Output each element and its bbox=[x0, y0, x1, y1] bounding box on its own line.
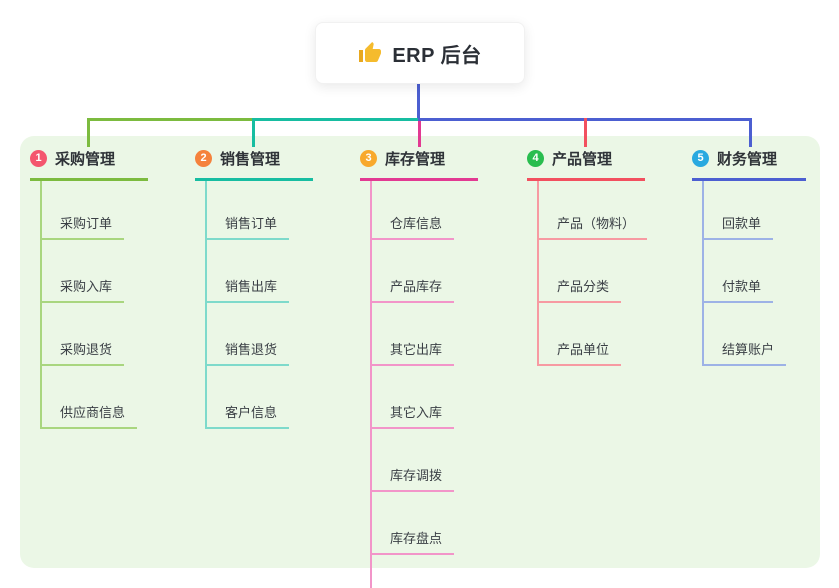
drop-line-inventory bbox=[418, 121, 421, 147]
node-product-unit[interactable]: 产品单位 bbox=[539, 303, 622, 366]
node-sales-order[interactable]: 销售订单 bbox=[207, 181, 290, 240]
branch-title: 库存管理 bbox=[385, 151, 446, 168]
branch-children-sales: 销售订单 销售出库 销售退货 客户信息 bbox=[205, 181, 290, 429]
badge-1-icon: 1 bbox=[30, 150, 47, 167]
node-purchase-inbound[interactable]: 采购入库 bbox=[42, 240, 125, 303]
node-customer-info[interactable]: 客户信息 bbox=[207, 366, 290, 429]
bus-line-green bbox=[87, 118, 253, 121]
branch-children-finance: 回款单 付款单 结算账户 bbox=[702, 181, 787, 366]
branch-header-finance[interactable]: 5 财务管理 bbox=[692, 148, 806, 181]
branch-header-sales[interactable]: 2 销售管理 bbox=[195, 148, 313, 181]
badge-4-icon: 4 bbox=[527, 150, 544, 167]
bus-line-teal bbox=[253, 118, 418, 121]
node-product-category[interactable]: 产品分类 bbox=[539, 240, 622, 303]
branch-header-inventory[interactable]: 3 库存管理 bbox=[360, 148, 478, 181]
branch-title: 采购管理 bbox=[55, 151, 116, 168]
branch-inventory: 3 库存管理 仓库信息 产品库存 其它出库 其它入库 库存调拨 库存盘点 出库库… bbox=[360, 148, 478, 588]
drop-line-finance bbox=[749, 118, 752, 147]
node-product-material[interactable]: 产品（物料） bbox=[539, 181, 648, 240]
drop-line-product bbox=[584, 118, 587, 147]
node-other-outbound[interactable]: 其它出库 bbox=[372, 303, 455, 366]
branch-title: 产品管理 bbox=[552, 151, 613, 168]
node-purchase-return[interactable]: 采购退货 bbox=[42, 303, 125, 366]
node-sales-outbound[interactable]: 销售出库 bbox=[207, 240, 290, 303]
branch-title: 销售管理 bbox=[220, 151, 281, 168]
branch-header-purchase[interactable]: 1 采购管理 bbox=[30, 148, 148, 181]
root-node-label: ERP 后台 bbox=[392, 44, 482, 67]
branch-children-purchase: 采购订单 采购入库 采购退货 供应商信息 bbox=[40, 181, 138, 429]
branch-title: 财务管理 bbox=[717, 151, 778, 168]
badge-2-icon: 2 bbox=[195, 150, 212, 167]
node-outbound-detail[interactable]: 出库库明细 bbox=[372, 555, 467, 588]
branch-children-inventory: 仓库信息 产品库存 其它出库 其它入库 库存调拨 库存盘点 出库库明细 bbox=[370, 181, 467, 588]
node-sales-return[interactable]: 销售退货 bbox=[207, 303, 290, 366]
node-warehouse-info[interactable]: 仓库信息 bbox=[372, 181, 455, 240]
branch-header-product[interactable]: 4 产品管理 bbox=[527, 148, 645, 181]
node-product-stock[interactable]: 产品库存 bbox=[372, 240, 455, 303]
node-receipt-bill[interactable]: 回款单 bbox=[704, 181, 774, 240]
drop-line-purchase bbox=[87, 118, 90, 147]
badge-3-icon: 3 bbox=[360, 150, 377, 167]
node-payment-bill[interactable]: 付款单 bbox=[704, 240, 774, 303]
root-stem-line bbox=[417, 82, 420, 121]
drop-line-sales bbox=[252, 118, 255, 147]
node-settlement-account[interactable]: 结算账户 bbox=[704, 303, 787, 366]
thumbs-up-icon bbox=[358, 41, 382, 65]
badge-5-icon: 5 bbox=[692, 150, 709, 167]
node-purchase-order[interactable]: 采购订单 bbox=[42, 181, 125, 240]
branch-purchase: 1 采购管理 采购订单 采购入库 采购退货 供应商信息 bbox=[30, 148, 148, 429]
branch-product: 4 产品管理 产品（物料） 产品分类 产品单位 bbox=[527, 148, 648, 366]
node-stock-transfer[interactable]: 库存调拨 bbox=[372, 429, 455, 492]
branch-finance: 5 财务管理 回款单 付款单 结算账户 bbox=[692, 148, 806, 366]
node-other-inbound[interactable]: 其它入库 bbox=[372, 366, 455, 429]
root-node-erp[interactable]: ERP 后台 bbox=[315, 22, 525, 84]
node-supplier-info[interactable]: 供应商信息 bbox=[42, 366, 138, 429]
branches-background-panel bbox=[20, 136, 820, 568]
node-stock-check[interactable]: 库存盘点 bbox=[372, 492, 455, 555]
branch-children-product: 产品（物料） 产品分类 产品单位 bbox=[537, 181, 648, 366]
branch-sales: 2 销售管理 销售订单 销售出库 销售退货 客户信息 bbox=[195, 148, 313, 429]
